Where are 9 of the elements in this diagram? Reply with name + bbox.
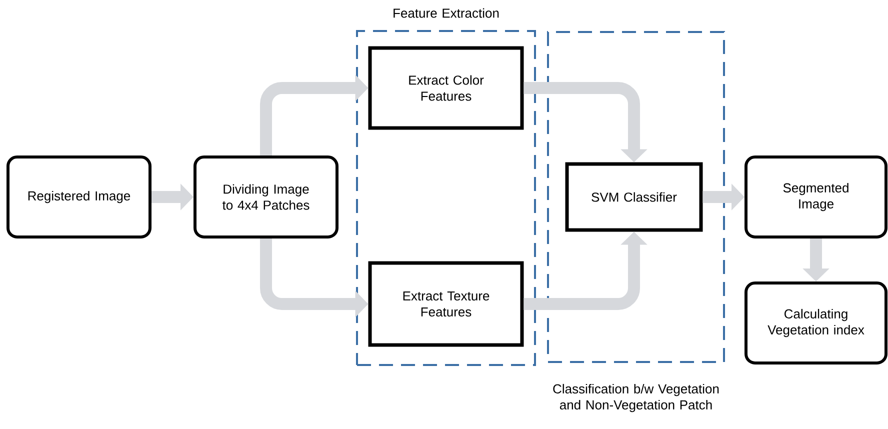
process-box: Segmented Image bbox=[744, 156, 888, 238]
process-box: Dividing Image to 4x4 Patches bbox=[194, 156, 338, 238]
process-box: Extract Texture Features bbox=[368, 261, 524, 347]
group-heading: Classification b/w Vegetation and Non-Vegetation Patch bbox=[553, 384, 719, 412]
process-box: Extract Color Features bbox=[368, 46, 524, 130]
process-box: SVM Classifier bbox=[565, 162, 703, 232]
group-heading: Feature Extraction bbox=[394, 8, 499, 18]
process-box: Calculating Vegetation index bbox=[744, 282, 888, 364]
process-box: Registered Image bbox=[6, 156, 152, 238]
